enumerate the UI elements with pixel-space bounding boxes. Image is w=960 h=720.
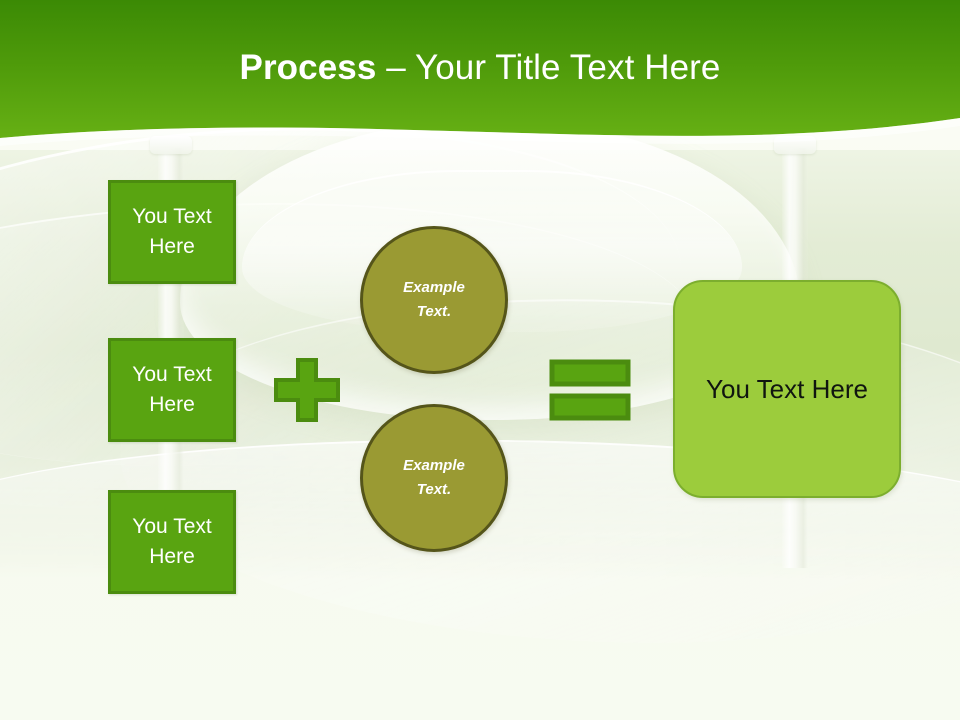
example-circle-2-line1: Example <box>403 457 465 474</box>
plus-icon <box>274 358 340 422</box>
input-box-2-label: You Text Here <box>132 362 212 416</box>
example-circle-2[interactable]: Example Text. <box>360 404 508 552</box>
result-panel[interactable]: You Text Here <box>673 280 901 498</box>
example-circle-1-line1: Example <box>403 279 465 296</box>
page-title-bold: Process <box>239 48 377 87</box>
example-circle-1[interactable]: Example Text. <box>360 226 508 374</box>
example-circle-2-line2: Text. <box>416 481 452 498</box>
slide-header: Process – Your Title Text Here <box>0 0 960 160</box>
input-box-1-label: You Text Here <box>132 204 212 258</box>
header-banner-shape <box>0 0 960 146</box>
input-box-1[interactable]: You Text Here <box>108 180 236 284</box>
equals-icon <box>549 358 631 422</box>
input-box-3[interactable]: You Text Here <box>108 490 236 594</box>
input-box-3-label: You Text Here <box>132 514 212 568</box>
page-title: Process – Your Title Text Here <box>0 48 960 88</box>
result-panel-label: You Text Here <box>706 373 868 404</box>
page-title-regular: – Your Title Text Here <box>376 48 721 87</box>
background-post-left-cap <box>150 136 192 154</box>
example-circle-1-line2: Text. <box>416 303 452 320</box>
input-box-2[interactable]: You Text Here <box>108 338 236 442</box>
